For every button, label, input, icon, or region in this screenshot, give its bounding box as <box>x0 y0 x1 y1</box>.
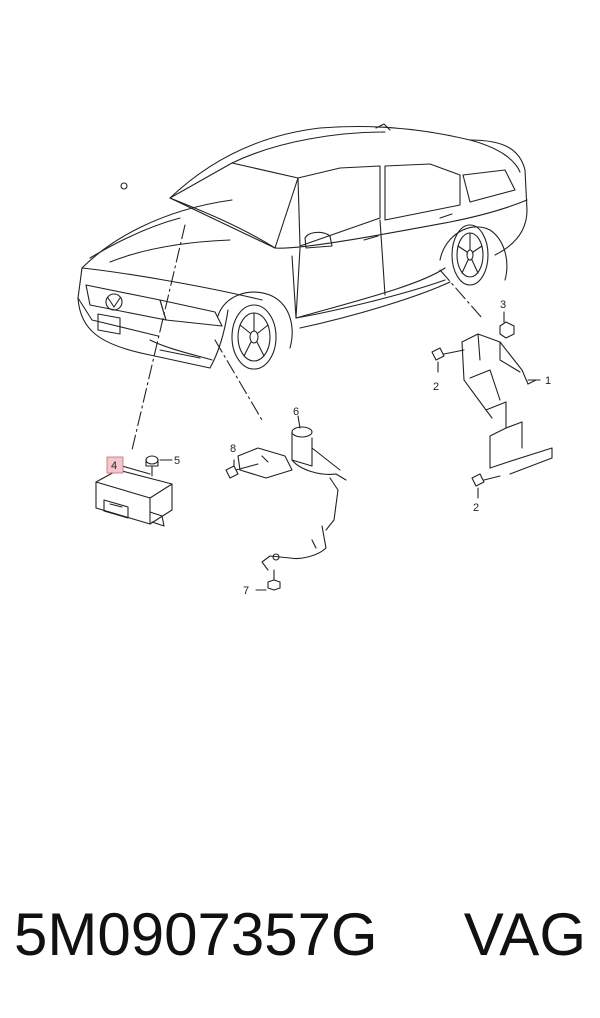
callout-7: 7 <box>243 585 249 597</box>
callout-3: 3 <box>500 299 506 311</box>
screw-3 <box>499 311 515 339</box>
brand-label: VAG <box>463 901 586 968</box>
screw-2-upper <box>431 347 465 373</box>
screw-5 <box>145 455 173 477</box>
level-sensor-part <box>237 426 347 571</box>
callout-8: 8 <box>230 443 236 455</box>
callout-6: 6 <box>293 406 299 418</box>
control-unit-part <box>95 465 173 527</box>
callout-5: 5 <box>174 455 180 467</box>
screw-8 <box>225 459 259 479</box>
footer: 5M0907357G VAG <box>0 890 600 990</box>
car-illustration <box>77 123 528 370</box>
callout-2-upper: 2 <box>433 381 439 393</box>
nut-7 <box>255 569 281 591</box>
parts-diagram: 1 2 2 3 4 5 6 7 8 <box>77 123 553 597</box>
screw-2-lower <box>471 473 501 499</box>
callout-4: 4 <box>111 460 117 472</box>
callout-2-lower: 2 <box>473 502 479 514</box>
callout-highlight-box <box>106 456 124 474</box>
part-number: 5M0907357G <box>14 901 378 968</box>
callout-1: 1 <box>545 375 551 387</box>
bracket-part <box>461 333 553 475</box>
